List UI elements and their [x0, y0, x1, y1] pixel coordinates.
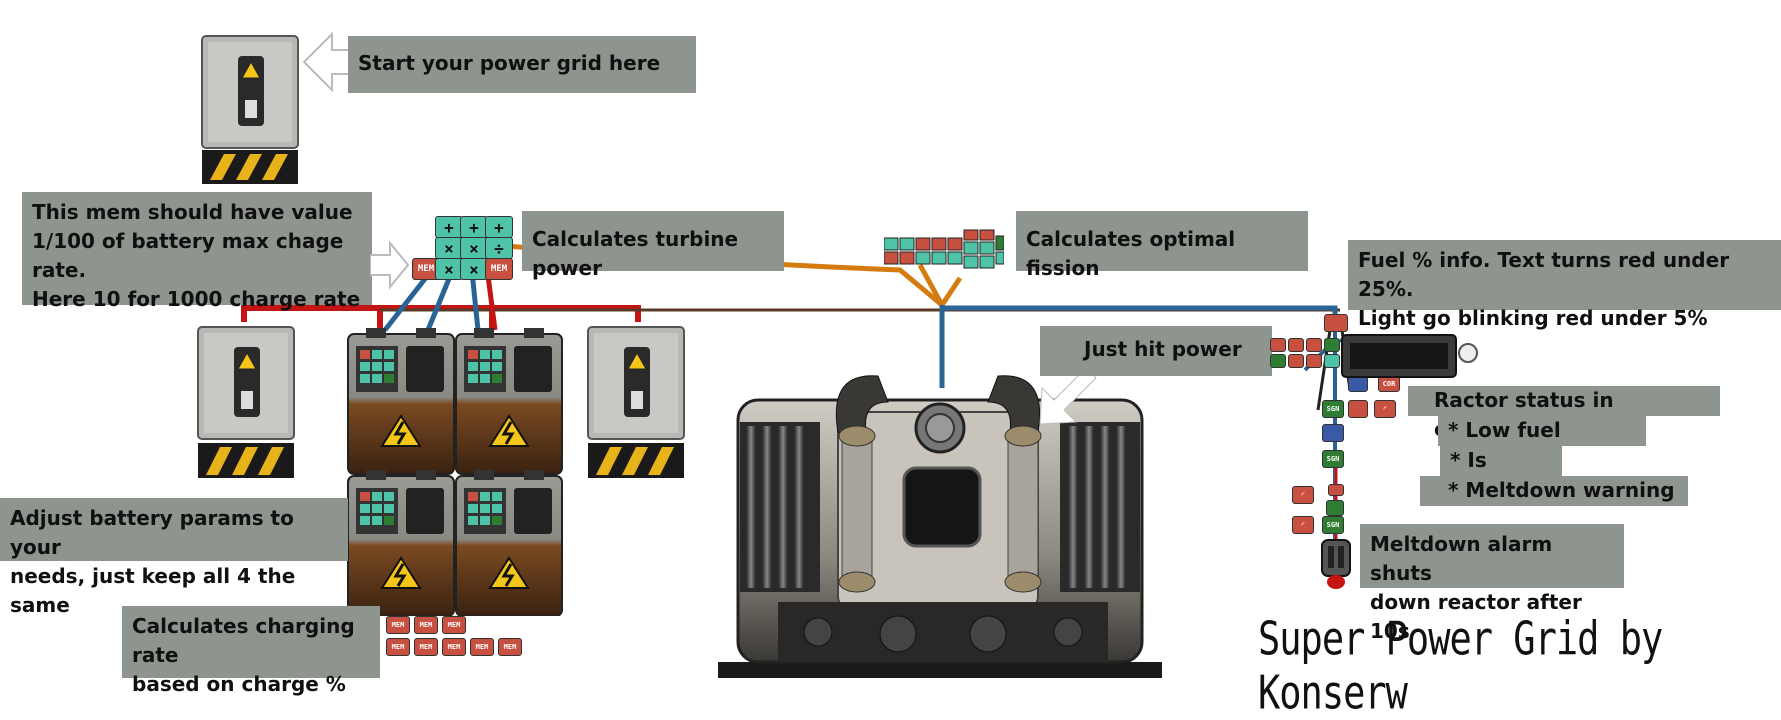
multiply-chip[interactable]: × — [460, 237, 488, 259]
battery-2 — [454, 326, 564, 476]
chip[interactable] — [1326, 500, 1344, 516]
signal-wire-orange-2 — [917, 263, 945, 307]
chip[interactable] — [1288, 354, 1304, 368]
mem-chip[interactable]: MEM — [485, 258, 513, 280]
chip[interactable] — [1306, 354, 1322, 368]
note-status-onoff: * Is on/off — [1440, 446, 1562, 501]
mem-chip[interactable]: MEM — [442, 616, 466, 634]
battery-3 — [346, 468, 456, 616]
wifi-chip[interactable]: ◜ — [1292, 516, 1314, 534]
page-title: Super Power Grid by Konserw — [1258, 612, 1663, 720]
note-reactor-status: Ractor status in console: — [1408, 386, 1720, 441]
multiply-chip[interactable]: × — [460, 258, 488, 280]
chip[interactable] — [1270, 354, 1286, 368]
mem-chip[interactable]: MEM — [498, 638, 522, 656]
chip[interactable] — [1324, 338, 1340, 352]
add-chip[interactable]: + — [435, 216, 463, 238]
chip[interactable] — [1328, 484, 1344, 496]
chip[interactable] — [1348, 400, 1368, 418]
arrow-left-icon — [302, 32, 352, 92]
mem-chip[interactable]: MEM — [412, 258, 440, 280]
note-meltdown-alarm: Meltdown alarm shuts down reactor after … — [1360, 524, 1624, 643]
mem-chip[interactable]: MEM — [386, 616, 410, 634]
note-fuel-info: Fuel % info. Text turns red under 25%. L… — [1348, 240, 1781, 330]
right-junction-box[interactable] — [586, 325, 686, 480]
battery-bank — [346, 326, 564, 616]
battery-1 — [346, 326, 456, 476]
top-junction-box[interactable] — [200, 34, 300, 186]
reactor[interactable] — [718, 372, 1162, 678]
note-mem-value: This mem should have value 1/100 of batt… — [22, 192, 372, 311]
arrow-right-icon — [370, 240, 410, 290]
alarm-light[interactable] — [1320, 538, 1352, 590]
chip[interactable] — [1270, 338, 1286, 352]
math-cluster-fission[interactable] — [883, 226, 1005, 276]
console-logic-cluster[interactable]: COR SGN ◜ SGN ◜ ◜ SGN — [1270, 312, 1430, 582]
battery-4 — [454, 468, 564, 616]
note-status-meltdown: * Meltdown warning — [1420, 476, 1688, 506]
chip[interactable] — [1322, 424, 1344, 442]
mem-chip[interactable]: MEM — [386, 638, 410, 656]
mem-chip[interactable]: MEM — [442, 638, 466, 656]
chip[interactable] — [1288, 338, 1304, 352]
multiply-chip[interactable]: × — [435, 237, 463, 259]
mem-chip[interactable]: MEM — [470, 638, 494, 656]
chip[interactable] — [1324, 314, 1348, 332]
add-chip[interactable]: + — [485, 216, 513, 238]
left-junction-box[interactable] — [196, 325, 296, 480]
wifi-chip[interactable]: ◜ — [1292, 486, 1314, 504]
chip[interactable] — [1324, 354, 1340, 368]
math-cluster-turbine[interactable]: MEM + + + × × ÷ × × MEM — [410, 216, 513, 280]
multiply-chip[interactable]: × — [435, 258, 463, 280]
note-turbine-power: Calculates turbine power — [522, 211, 784, 280]
sgn-chip[interactable]: SGN — [1322, 450, 1344, 468]
note-charging-rate: Calculates charging rate based on charge… — [122, 606, 380, 696]
mem-chip[interactable]: MEM — [414, 638, 438, 656]
note-status-low-fuel: * Low fuel (<5%) — [1438, 416, 1646, 471]
note-battery-params: Adjust battery params to your needs, jus… — [0, 498, 348, 617]
note-optimal-fission: Calculates optimal fission — [1016, 211, 1308, 280]
right-radiator — [1060, 422, 1140, 592]
add-chip[interactable]: + — [460, 216, 488, 238]
sgn-chip[interactable]: SGN — [1322, 400, 1344, 418]
sgn-chip[interactable]: SGN — [1322, 516, 1344, 534]
left-radiator — [740, 422, 820, 592]
note-start-grid: Start your power grid here — [348, 36, 696, 93]
wifi-chip[interactable]: ◜ — [1374, 400, 1396, 418]
chip[interactable] — [1306, 338, 1322, 352]
mem-chip[interactable]: MEM — [414, 616, 438, 634]
note-hit-power: Just hit power — [1040, 326, 1272, 376]
charging-rate-chips[interactable]: MEM MEM MEM MEM MEM MEM MEM MEM — [386, 614, 526, 660]
divide-chip[interactable]: ÷ — [485, 237, 513, 259]
fuel-display-screen[interactable] — [1340, 333, 1480, 379]
